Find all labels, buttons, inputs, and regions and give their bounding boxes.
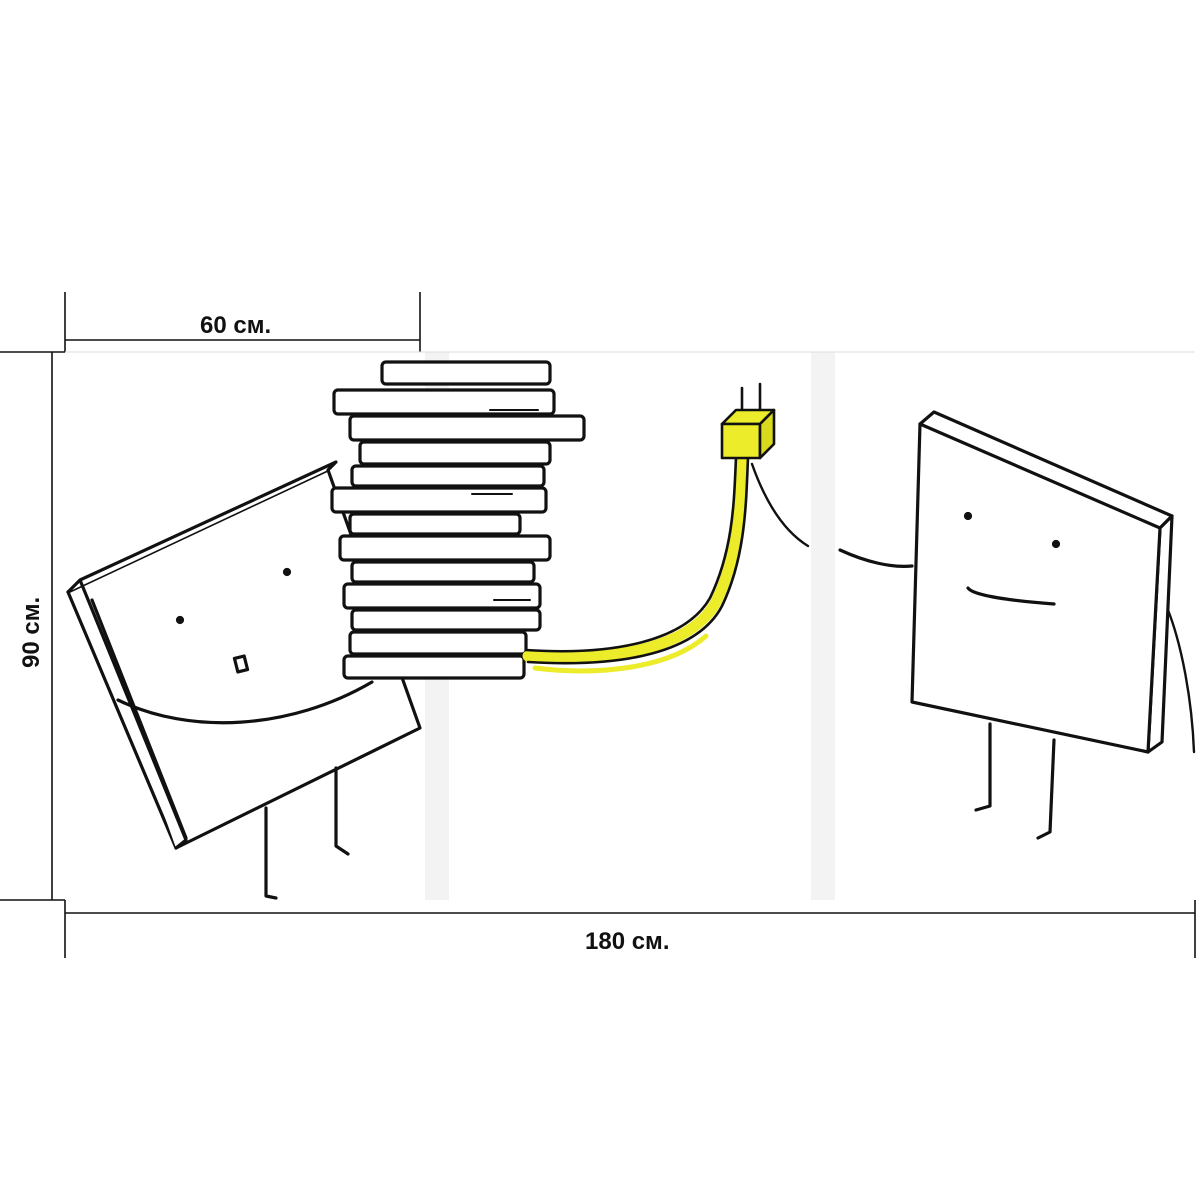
cord-outline-1 bbox=[524, 456, 738, 653]
book bbox=[332, 388, 556, 416]
cord-outline-2 bbox=[526, 456, 750, 665]
left-canvas-side bbox=[66, 460, 338, 850]
dimension-lines bbox=[0, 292, 1196, 958]
left-leg-2 bbox=[334, 766, 350, 856]
drawing bbox=[66, 360, 1196, 900]
right-eye-1 bbox=[963, 511, 973, 521]
right-leg-2 bbox=[1036, 738, 1056, 840]
book bbox=[348, 630, 528, 656]
book-pages bbox=[471, 409, 539, 601]
book bbox=[350, 560, 536, 584]
right-arm bbox=[838, 548, 914, 568]
book-stack bbox=[330, 360, 586, 680]
total-width-label: 180 см. bbox=[585, 928, 670, 955]
right-eye-2 bbox=[1051, 539, 1061, 549]
right-character bbox=[838, 410, 1196, 840]
panel-width-label: 60 см. bbox=[200, 312, 272, 339]
plug-body-front bbox=[720, 422, 762, 460]
right-arm-to-plug bbox=[750, 462, 810, 548]
left-canvas-edge bbox=[90, 598, 188, 840]
right-canvas-front bbox=[910, 422, 1162, 754]
cord-fill-stripe bbox=[532, 633, 709, 674]
left-eye-1 bbox=[175, 615, 185, 625]
plug-icon bbox=[720, 382, 810, 548]
right-back-leg bbox=[1166, 608, 1196, 754]
right-mouth bbox=[966, 586, 1056, 606]
book bbox=[380, 360, 552, 386]
plug-body-side bbox=[758, 408, 776, 460]
left-eye-2 bbox=[282, 567, 292, 577]
book bbox=[350, 608, 542, 632]
cord-fill bbox=[522, 452, 748, 663]
left-mouth bbox=[232, 654, 250, 674]
left-arm bbox=[116, 680, 374, 725]
gap-2 bbox=[811, 352, 835, 900]
left-character bbox=[66, 460, 422, 900]
book bbox=[358, 440, 552, 466]
book bbox=[350, 464, 546, 488]
height-label: 90 см. bbox=[18, 596, 45, 668]
book bbox=[342, 582, 542, 610]
left-leg-1 bbox=[264, 806, 278, 900]
book bbox=[348, 414, 586, 442]
book bbox=[348, 512, 522, 536]
right-leg-1 bbox=[974, 722, 992, 812]
book bbox=[330, 486, 548, 514]
book bbox=[338, 534, 552, 562]
power-cord bbox=[522, 452, 750, 674]
book bbox=[342, 654, 526, 680]
